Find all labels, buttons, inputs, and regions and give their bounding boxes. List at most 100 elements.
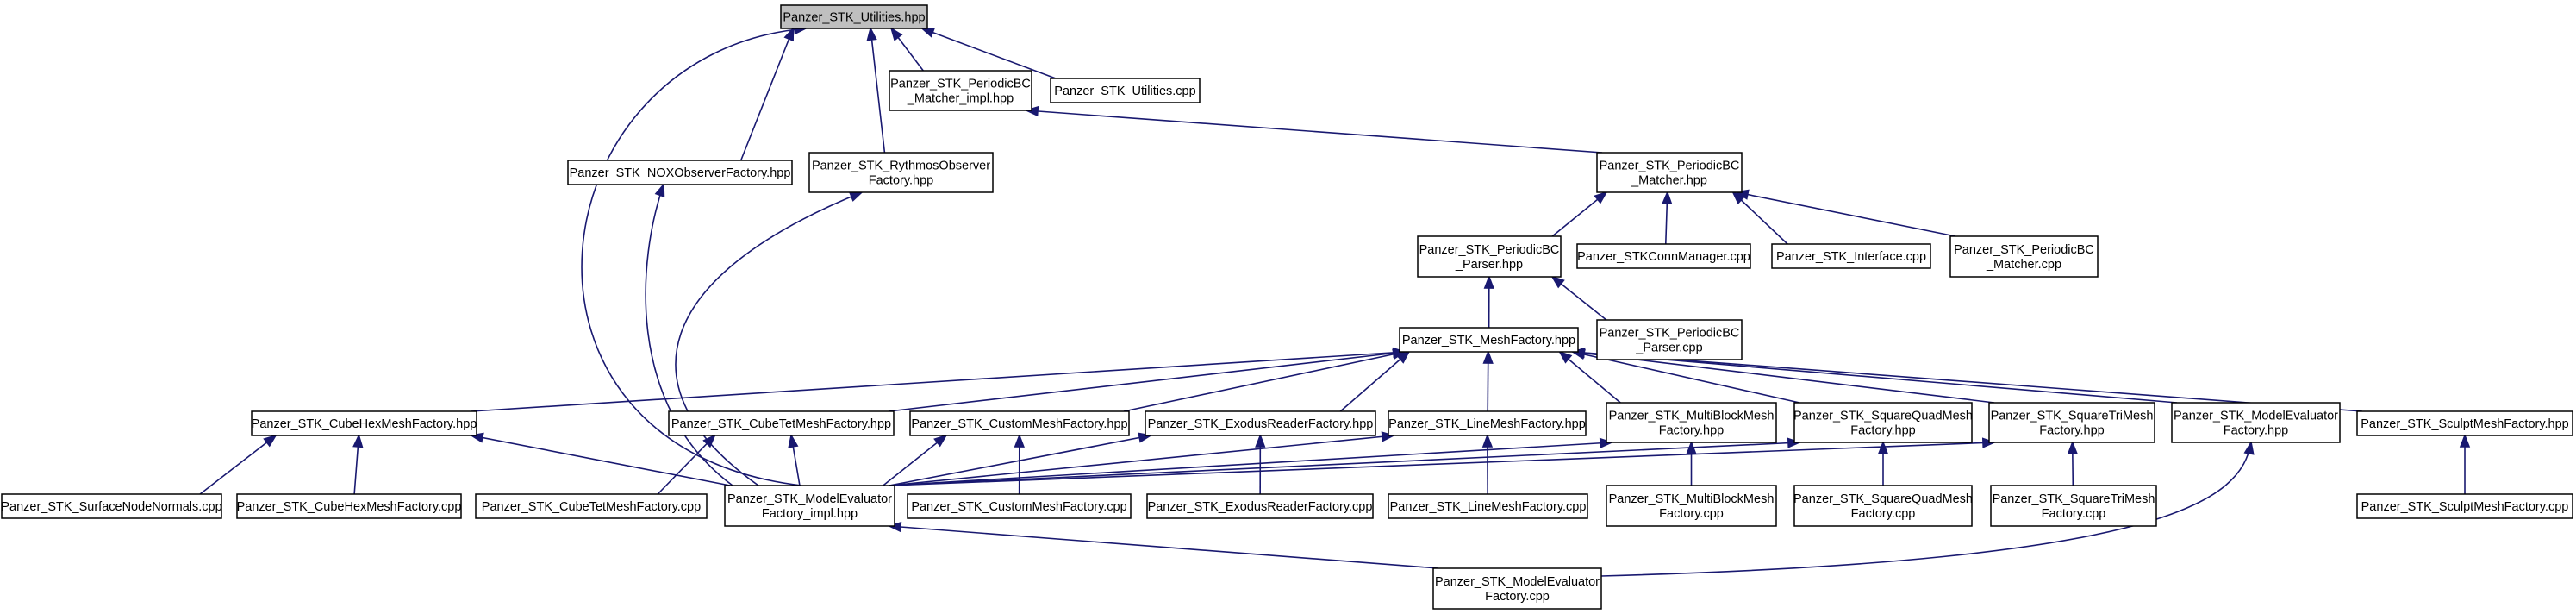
edge-line_mesh_factory_hpp-to-mesh_factory_hpp bbox=[1482, 349, 1494, 412]
arrowhead bbox=[702, 434, 716, 448]
node-line-mesh-factory-hpp[interactable]: Panzer_STK_LineMeshFactory.hpp bbox=[1388, 410, 1587, 436]
node-mesh-factory-hpp[interactable]: Panzer_STK_MeshFactory.hpp bbox=[1399, 327, 1579, 353]
node-box bbox=[1146, 493, 1374, 519]
edge-periodicbc_parser_hpp-to-periodicbc_matcher_hpp bbox=[1551, 191, 1608, 237]
node-box bbox=[475, 493, 708, 519]
node-sculpt-mesh-factory-cpp[interactable]: Panzer_STK_SculptMeshFactory.cpp bbox=[2356, 493, 2573, 519]
arrowhead bbox=[1558, 350, 1573, 364]
node-interface-cpp[interactable]: Panzer_STK_Interface.cpp bbox=[1771, 243, 1931, 269]
edge-cubetet_mesh_factory_cpp-to-cubetet_mesh_factory_hpp bbox=[657, 434, 716, 495]
node-box bbox=[1399, 327, 1579, 353]
node-layer: Panzer_STK_Utilities.hppPanzer_STK_Perio… bbox=[1, 4, 2573, 610]
edge-line bbox=[1572, 351, 2178, 404]
node-box bbox=[1145, 410, 1376, 436]
node-label: Panzer_STK_PeriodicBC bbox=[1600, 327, 1740, 341]
node-box bbox=[1793, 402, 1973, 443]
node-cubetet-mesh-factory-hpp[interactable]: Panzer_STK_CubeTetMeshFactory.hpp bbox=[668, 410, 895, 436]
arrowhead bbox=[2459, 433, 2471, 448]
node-box bbox=[1793, 485, 1973, 527]
node-exodus-reader-factory-hpp[interactable]: Panzer_STK_ExodusReaderFactory.hpp bbox=[1145, 410, 1376, 436]
arrowhead bbox=[263, 434, 278, 448]
node-utilities-hpp[interactable]: Panzer_STK_Utilities.hpp bbox=[780, 4, 928, 29]
node-custom-mesh-factory-hpp[interactable]: Panzer_STK_CustomMeshFactory.hpp bbox=[909, 410, 1130, 436]
node-label: Panzer_STK_Utilities.cpp bbox=[1054, 85, 1195, 98]
arrowhead bbox=[1255, 433, 1266, 448]
node-box bbox=[236, 493, 462, 519]
edge-model_evaluator_factory_impl_hpp-to-squaretri_mesh_factory_hpp bbox=[889, 437, 1997, 486]
node-label: Panzer_STK_Interface.cpp bbox=[1776, 250, 1926, 264]
edge-line_mesh_factory_cpp-to-line_mesh_factory_hpp bbox=[1481, 433, 1494, 495]
node-periodicbc-matcher-cpp[interactable]: Panzer_STK_PeriodicBC_Matcher.cpp bbox=[1949, 235, 2099, 278]
node-box bbox=[1990, 485, 2157, 527]
node-model-evaluator-factory-impl-hpp[interactable]: Panzer_STK_ModelEvaluatorFactory_impl.hp… bbox=[724, 485, 895, 527]
node-periodicbc-parser-cpp[interactable]: Panzer_STK_PeriodicBC_Parser.cpp bbox=[1596, 319, 1743, 360]
node-nox-observer-factory-hpp[interactable]: Panzer_STK_NOXObserverFactory.hpp bbox=[567, 160, 793, 185]
edge-line bbox=[675, 191, 863, 486]
edge-periodicbc_matcher_hpp-to-periodicbc_matcher_impl_hpp bbox=[1024, 105, 1603, 154]
node-label: Panzer_STK_Utilities.hpp bbox=[783, 11, 925, 25]
arrowhead bbox=[654, 182, 665, 198]
edge-mesh_factory_hpp-to-periodicbc_parser_hpp bbox=[1483, 274, 1494, 329]
node-cubehex-mesh-factory-cpp[interactable]: Panzer_STK_CubeHexMeshFactory.cpp bbox=[236, 493, 462, 519]
edge-line bbox=[889, 435, 1151, 486]
node-surface-node-normals-cpp[interactable]: Panzer_STK_SurfaceNodeNormals.cpp bbox=[1, 493, 222, 519]
arrowhead bbox=[1594, 191, 1608, 204]
node-label: Panzer_STK_SquareQuadMesh bbox=[1793, 492, 1973, 506]
node-box bbox=[1050, 78, 1201, 103]
edge-custom_mesh_factory_cpp-to-custom_mesh_factory_hpp bbox=[1014, 433, 1025, 495]
edge-line bbox=[870, 28, 886, 154]
node-line-mesh-factory-cpp[interactable]: Panzer_STK_LineMeshFactory.cpp bbox=[1388, 493, 1588, 519]
node-cubehex-mesh-factory-hpp[interactable]: Panzer_STK_CubeHexMeshFactory.hpp bbox=[251, 410, 477, 436]
node-box bbox=[907, 493, 1132, 519]
node-box bbox=[1576, 243, 1751, 269]
arrowhead bbox=[2067, 440, 2079, 454]
edge-cubehex_mesh_factory_hpp-to-mesh_factory_hpp bbox=[471, 347, 1407, 412]
arrowhead bbox=[788, 433, 799, 448]
node-box bbox=[889, 70, 1032, 111]
node-stkconnmanager-cpp[interactable]: Panzer_STKConnManager.cpp bbox=[1576, 243, 1751, 269]
node-box bbox=[2356, 493, 2573, 519]
node-label: _Parser.hpp bbox=[1455, 258, 1523, 272]
node-box bbox=[1388, 410, 1587, 436]
edge-utilities_cpp-to-utilities_hpp bbox=[920, 28, 1057, 79]
edge-line bbox=[1339, 351, 1410, 412]
edge-model_evaluator_factory_impl_hpp-to-squarequad_mesh_factory_hpp bbox=[889, 437, 1802, 486]
node-label: Panzer_STK_SurfaceNodeNormals.cpp bbox=[1, 500, 221, 514]
edge-line bbox=[1026, 110, 1603, 154]
node-cubetet-mesh-factory-cpp[interactable]: Panzer_STK_CubeTetMeshFactory.cpp bbox=[475, 493, 708, 519]
edge-squaretri_mesh_factory_cpp-to-squaretri_mesh_factory_hpp bbox=[2067, 440, 2079, 486]
node-sculpt-mesh-factory-hpp[interactable]: Panzer_STK_SculptMeshFactory.hpp bbox=[2356, 410, 2573, 436]
node-label: Factory.cpp bbox=[1485, 590, 1550, 604]
node-label: _Matcher.hpp bbox=[1631, 174, 1707, 188]
edge-model_evaluator_factory_cpp-to-model_evaluator_factory_impl_hpp bbox=[887, 521, 1439, 569]
edge-periodicbc_parser_cpp-to-periodicbc_parser_hpp bbox=[1550, 275, 1607, 321]
node-label: Panzer_STK_NOXObserverFactory.hpp bbox=[570, 166, 791, 180]
node-box bbox=[2171, 402, 2341, 443]
edge-line bbox=[921, 28, 1057, 79]
node-label: Factory.hpp bbox=[869, 174, 934, 188]
node-box bbox=[1606, 402, 1777, 443]
edge-model_evaluator_factory_impl_hpp-to-nox_observer_factory_hpp bbox=[645, 182, 733, 486]
node-exodus-reader-factory-cpp[interactable]: Panzer_STK_ExodusReaderFactory.cpp bbox=[1146, 493, 1374, 519]
node-periodicbc-parser-hpp[interactable]: Panzer_STK_PeriodicBC_Parser.hpp bbox=[1417, 235, 1562, 278]
edge-line bbox=[889, 442, 1612, 486]
node-periodicbc-matcher-hpp[interactable]: Panzer_STK_PeriodicBC_Matcher.hpp bbox=[1596, 152, 1743, 193]
node-label: Panzer_STK_SquareQuadMesh bbox=[1793, 410, 1973, 423]
node-utilities-cpp[interactable]: Panzer_STK_Utilities.cpp bbox=[1050, 78, 1201, 103]
arrowhead bbox=[2243, 440, 2255, 455]
edge-line bbox=[1559, 351, 1621, 404]
node-label: Panzer_STK_CustomMeshFactory.cpp bbox=[911, 500, 1126, 514]
node-periodicbc-matcher-impl-hpp[interactable]: Panzer_STK_PeriodicBC_Matcher_impl.hpp bbox=[889, 70, 1032, 111]
edge-sculpt_mesh_factory_cpp-to-sculpt_mesh_factory_hpp bbox=[2459, 433, 2471, 494]
node-custom-mesh-factory-cpp[interactable]: Panzer_STK_CustomMeshFactory.cpp bbox=[907, 493, 1132, 519]
